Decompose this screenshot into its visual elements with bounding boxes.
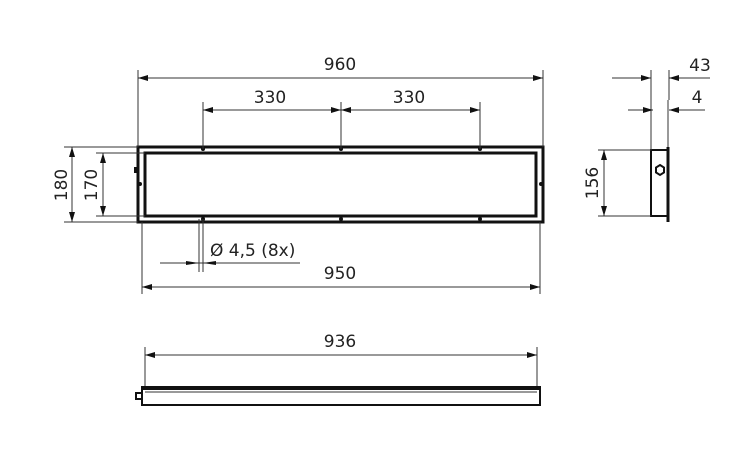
dim-label-330-right: 330 bbox=[393, 88, 425, 108]
mounting-holes bbox=[138, 147, 543, 221]
outer-frame bbox=[136, 145, 545, 224]
dim-label-4: 4 bbox=[692, 88, 703, 108]
dim-label-170: 170 bbox=[82, 169, 102, 201]
hex-nut-icon bbox=[655, 163, 665, 177]
dim-label-330-left: 330 bbox=[254, 88, 286, 108]
dim-label-156: 156 bbox=[583, 167, 603, 199]
side-tab bbox=[135, 392, 143, 400]
bottom-view: 936 bbox=[135, 332, 541, 406]
side-view: 43 4 156 bbox=[583, 56, 711, 222]
dim-label-43: 43 bbox=[689, 56, 711, 76]
dim-label-936: 936 bbox=[324, 332, 356, 352]
hole-note: Ø 4,5 (8x) bbox=[210, 241, 295, 261]
front-view: 960 330 330 180 170 Ø 4,5 (8x) 950 bbox=[52, 55, 545, 294]
inner-frame bbox=[143, 151, 538, 218]
dim-label-180: 180 bbox=[52, 169, 72, 201]
dim-label-960: 960 bbox=[324, 55, 356, 75]
dim-label-950: 950 bbox=[324, 264, 356, 284]
side-tab bbox=[134, 167, 138, 173]
